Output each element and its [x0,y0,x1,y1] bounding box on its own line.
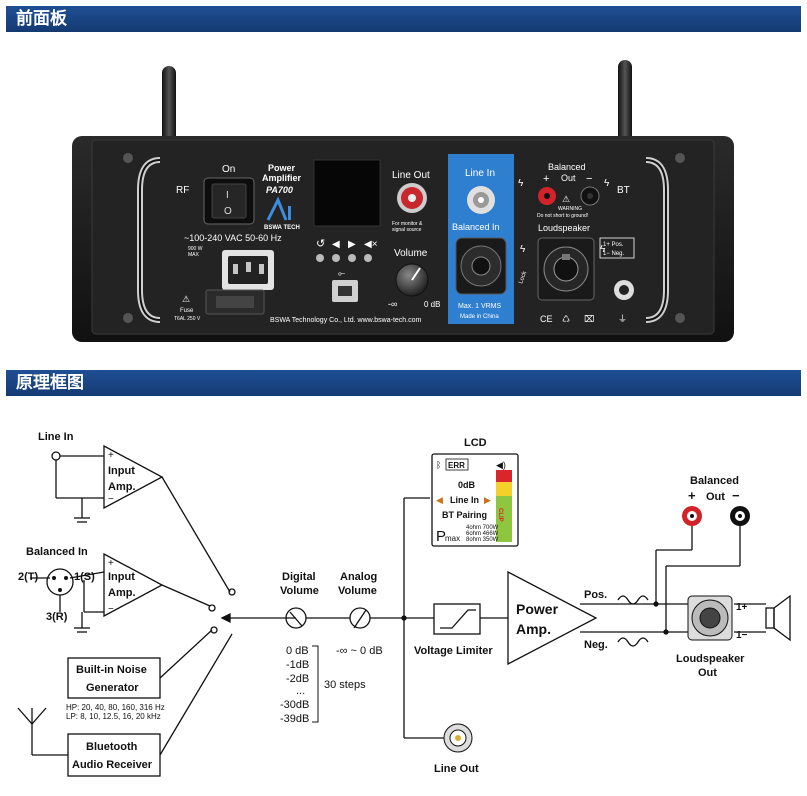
left-arrow-icon: ◀ [332,239,340,250]
front-display [313,159,381,227]
control-icons: ↺ ◀ ▶ ◀× [316,238,378,250]
svg-text:Fuse: Fuse [180,308,194,314]
svg-text:Lock: Lock [518,270,528,285]
svg-text:T6AL 250 V: T6AL 250 V [174,316,201,322]
svg-text:−: − [586,173,592,185]
bt-label: BT [617,185,630,196]
svg-text:1+ Pos.: 1+ Pos. [603,242,624,248]
screw [123,313,133,323]
screw [123,153,133,163]
balanced-in-combo-jack[interactable] [455,237,507,295]
rf-label: RF [176,185,189,196]
svg-text:O: O [224,206,232,217]
ground-jack[interactable] [614,280,634,300]
left-button[interactable] [332,254,340,262]
on-label: On [222,164,235,175]
ce-mark: CE [540,314,553,324]
svg-text:0 dB: 0 dB [424,300,440,309]
weee-icon: ⌧ [584,314,594,324]
svg-text:Out: Out [561,173,576,183]
svg-text:WARNING: WARNING [558,206,582,212]
power-switch[interactable]: I O [203,177,255,225]
svg-text:Max. 1 VRMS: Max. 1 VRMS [458,303,502,310]
lightning-icon: ϟ [520,244,526,255]
svg-text:1− Neg.: 1− Neg. [603,251,625,257]
svg-text:Do not short to ground!: Do not short to ground! [537,213,588,219]
right-arrow-icon: ▶ [348,239,356,250]
right-handle [645,157,669,323]
voltage-label: ~100-240 VAC 50-60 Hz [184,233,282,243]
line-out-label: Line Out [392,170,430,181]
usb-icon: ⟜ [338,268,345,278]
usb-port[interactable] [332,280,358,302]
warning-icon: ⚠ [562,194,570,204]
left-handle [137,157,161,323]
volume-knob[interactable] [395,263,429,297]
mute-icon: ◀× [364,239,378,250]
balanced-out-positive-terminal[interactable] [538,187,556,205]
product-line1: Power [268,163,296,173]
svg-text:900 W: 900 W [188,246,203,252]
speakon-connector[interactable] [537,237,595,301]
front-panel-section-header: 前面板 [6,6,801,32]
power-inlet[interactable] [222,250,274,290]
recycle-icon: ♺ [562,314,570,324]
screw [675,313,685,323]
svg-text:signal source: signal source [392,227,422,233]
footer-text: BSWA Technology Co., Ltd. www.bswa-tech.… [270,317,422,324]
line-out-bnc[interactable] [397,183,427,213]
svg-text:MAX: MAX [188,252,200,258]
polarity-legend [599,237,635,259]
balanced-out-label: Balanced [548,162,586,172]
product-line2: Amplifier [262,173,302,183]
svg-text:-∞: -∞ [388,299,397,309]
svg-text:Made in China: Made in China [460,314,499,320]
ground-icon: ⏚ [618,314,627,324]
brand-label: BSWA TECH [264,225,300,231]
warning-triangle-icon: ⚠ [182,294,190,304]
line-in-bnc[interactable] [467,186,495,214]
screw [675,153,685,163]
line-in-label: Line In [465,168,495,179]
mute-button[interactable] [364,254,372,262]
fuse-holder[interactable] [205,289,265,315]
svg-text:For monitor &: For monitor & [392,221,423,227]
back-icon: ↺ [316,238,325,250]
loudspeaker-label: Loudspeaker [538,223,590,233]
balanced-in-label: Balanced In [452,222,500,232]
back-button[interactable] [316,254,324,262]
lightning-icon: ϟ [518,178,524,189]
bswa-logo-icon [266,196,291,221]
svg-text:I: I [226,190,229,201]
lightning-icon: ϟ [604,178,610,189]
right-button[interactable] [348,254,356,262]
lightning-icon: ϟ [600,244,606,255]
model-label: PA700 [266,185,293,195]
svg-text:+: + [543,173,549,185]
diagram-section-header: 原理框图 [6,370,801,396]
volume-label: Volume [394,248,428,259]
balanced-out-negative-terminal[interactable] [580,186,600,206]
